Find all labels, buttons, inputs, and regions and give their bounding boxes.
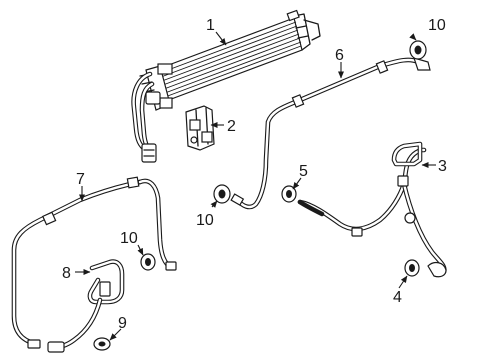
callout-labels: 1 2 3 4 5 6 7 8 9 10 10 10 xyxy=(62,17,447,332)
callout-5: 5 xyxy=(299,163,308,180)
cooler-line-right xyxy=(297,141,447,278)
callout-10-upper: 10 xyxy=(428,17,446,34)
callout-8: 8 xyxy=(62,265,71,282)
callout-3: 3 xyxy=(438,158,447,175)
washer-part-9 xyxy=(93,337,111,351)
oil-cooler xyxy=(131,9,321,163)
cooler-line-small xyxy=(47,259,125,353)
callout-leaders xyxy=(75,31,436,341)
callout-2: 2 xyxy=(227,118,236,135)
cooler-bracket xyxy=(185,105,215,151)
cooler-line-upper xyxy=(230,57,431,210)
grommet-upper-right xyxy=(409,40,427,60)
callout-6: 6 xyxy=(335,47,344,64)
callout-10-lower: 10 xyxy=(120,230,138,247)
cooler-line-lower xyxy=(11,176,177,349)
grommet-mid xyxy=(213,184,231,204)
grommet-lower-left xyxy=(140,253,156,271)
callout-10-mid: 10 xyxy=(196,212,214,229)
callout-7: 7 xyxy=(76,171,85,188)
seal-part-5 xyxy=(281,185,325,217)
callout-9: 9 xyxy=(118,315,127,332)
callout-4: 4 xyxy=(393,289,402,306)
seal-part-4 xyxy=(404,259,420,277)
callout-1: 1 xyxy=(206,17,215,34)
